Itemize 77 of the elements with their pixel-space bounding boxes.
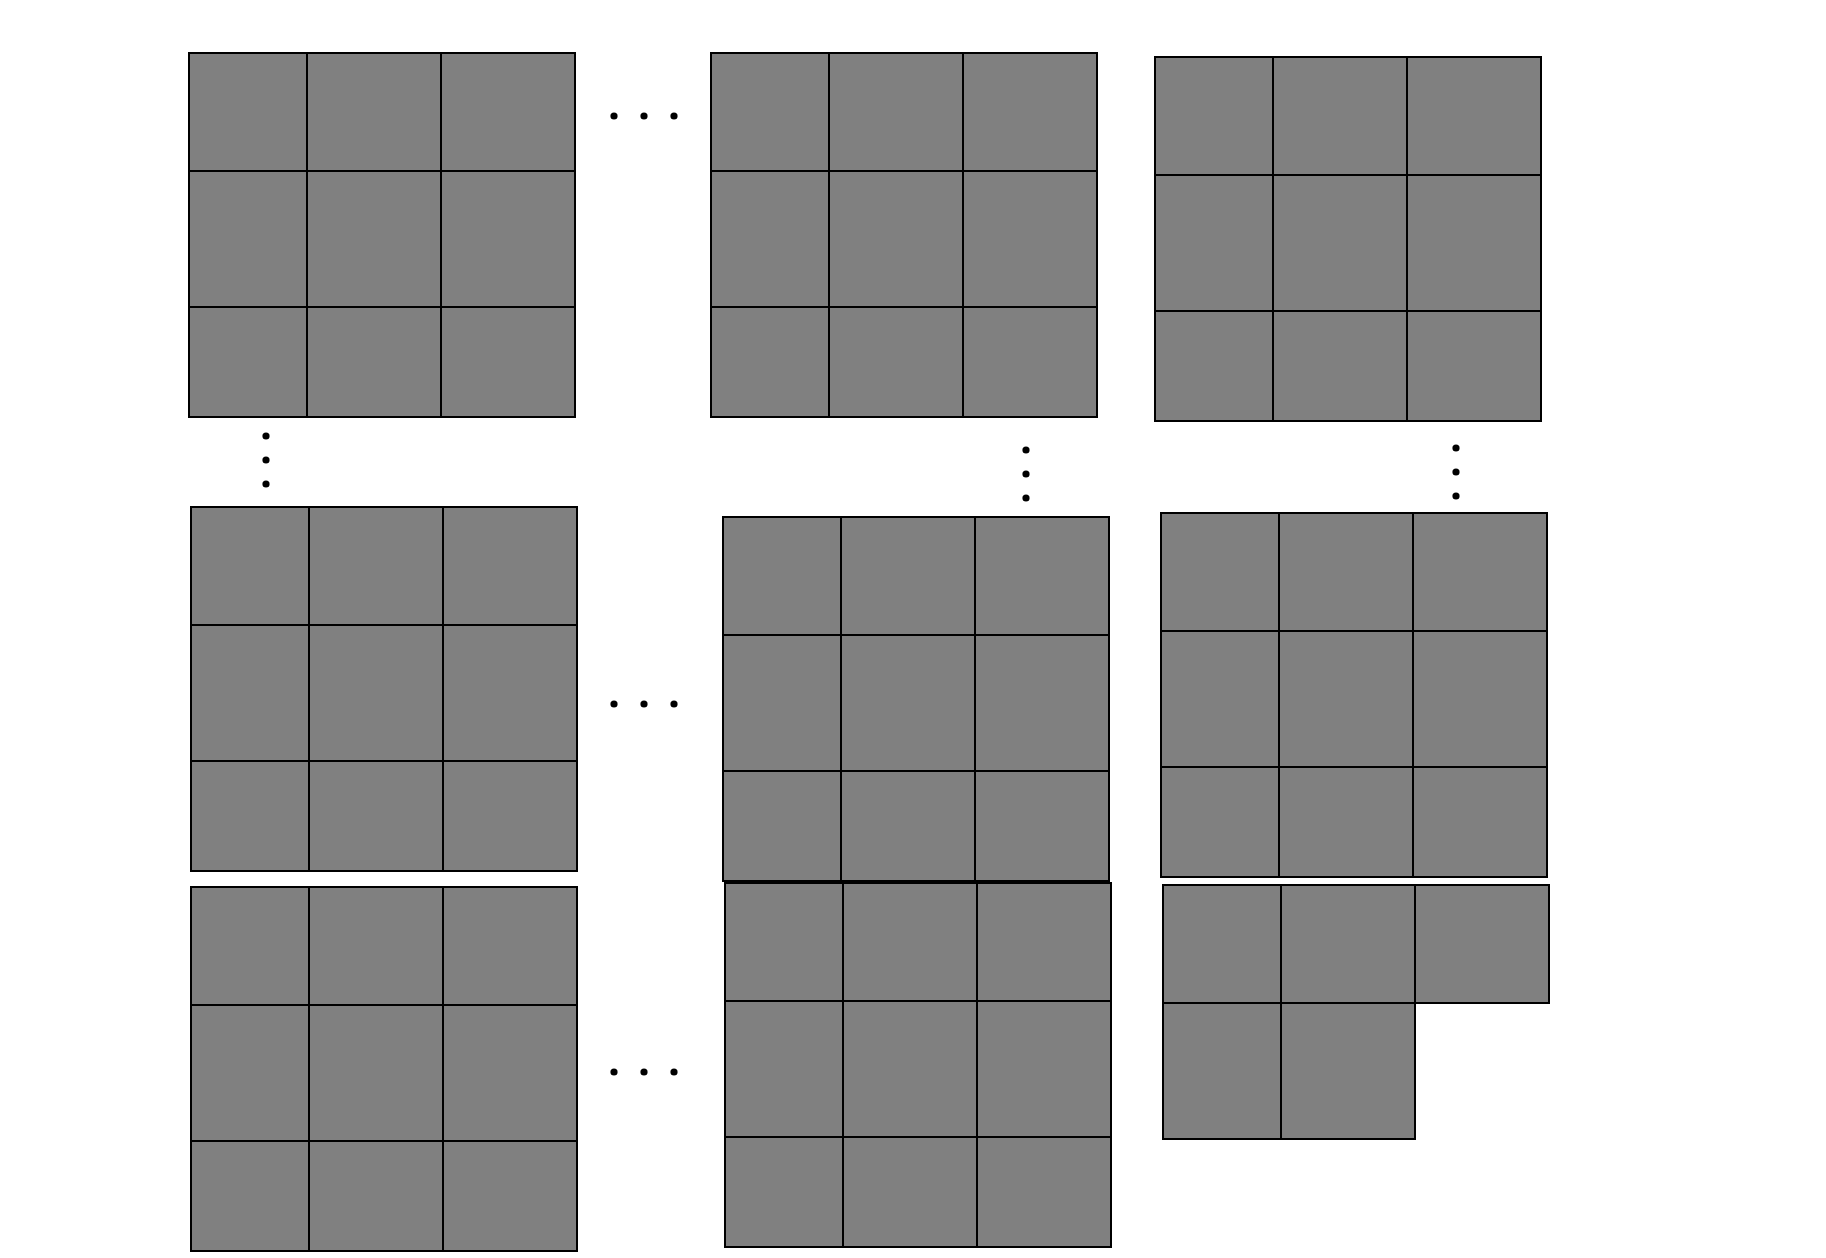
grid-tile — [962, 306, 1098, 418]
grid-tile — [976, 1000, 1112, 1138]
grid-tile — [828, 52, 964, 172]
grid-tile — [840, 770, 976, 882]
grid-tile — [724, 1136, 844, 1248]
grid-tile — [724, 882, 844, 1002]
grid-tile — [842, 1136, 978, 1248]
grid-tile — [308, 760, 444, 872]
grid-tile — [190, 760, 310, 872]
grid-tile — [308, 506, 444, 626]
grid-tile — [442, 760, 578, 872]
grid-tile — [974, 770, 1110, 882]
grid-tile — [1278, 630, 1414, 768]
grid-tile — [306, 306, 442, 418]
grid-tile — [1280, 884, 1416, 1004]
grid-tile — [1154, 310, 1274, 422]
grid-tile — [1162, 1002, 1282, 1140]
grid-tile — [306, 52, 442, 172]
grid-tile — [974, 516, 1110, 636]
grid-tile — [722, 634, 842, 772]
grid-tile — [1406, 174, 1542, 312]
grid-tile — [1272, 310, 1408, 422]
grid-tile — [1278, 766, 1414, 878]
grid-tile — [1412, 766, 1548, 878]
grid-tile — [710, 306, 830, 418]
grid-tile — [1160, 766, 1280, 878]
grid-tile — [190, 1140, 310, 1252]
grid-tile — [840, 516, 976, 636]
grid-tile — [828, 170, 964, 308]
grid-tile — [1406, 310, 1542, 422]
grid-tile — [842, 1000, 978, 1138]
grid-tile — [976, 882, 1112, 1002]
grid-tile — [442, 506, 578, 626]
grid-tile — [974, 634, 1110, 772]
grid-tile — [840, 634, 976, 772]
grid-tile — [1280, 1002, 1416, 1140]
grid-tile — [190, 506, 310, 626]
grid-tile — [440, 306, 576, 418]
grid-tile — [710, 52, 830, 172]
grid-tile — [190, 1004, 310, 1142]
grid-tile — [308, 1004, 444, 1142]
grid-tile — [842, 882, 978, 1002]
grid-tile — [962, 170, 1098, 308]
grid-tile — [828, 306, 964, 418]
grid-tile — [1154, 174, 1274, 312]
grid-tile — [1412, 512, 1548, 632]
grid-tile — [1162, 884, 1282, 1004]
grid-tile — [1272, 56, 1408, 176]
grid-tile — [442, 1140, 578, 1252]
grid-tile — [722, 770, 842, 882]
grid-tile — [962, 52, 1098, 172]
grid-tile — [308, 624, 444, 762]
grid-tile — [1160, 512, 1280, 632]
grid-tile — [442, 1004, 578, 1142]
grid-tile — [442, 886, 578, 1006]
grid-tile — [306, 170, 442, 308]
grid-tile — [976, 1136, 1112, 1248]
grid-tile — [440, 52, 576, 172]
grid-tile — [724, 1000, 844, 1138]
grid-tile — [188, 52, 308, 172]
grid-tile — [710, 170, 830, 308]
grid-tile — [1414, 884, 1550, 1004]
grid-tile — [442, 624, 578, 762]
grid-tile — [1406, 56, 1542, 176]
grid-tile — [308, 1140, 444, 1252]
grid-tile — [1154, 56, 1274, 176]
grid-tile — [722, 516, 842, 636]
grid-tile — [440, 170, 576, 308]
grid-tile — [188, 170, 308, 308]
grid-tile — [1412, 630, 1548, 768]
grid-tile — [188, 306, 308, 418]
grid-tile — [308, 886, 444, 1006]
grid-tile — [190, 624, 310, 762]
grid-tile — [190, 886, 310, 1006]
grid-tile — [1272, 174, 1408, 312]
grid-tile — [1160, 630, 1280, 768]
grid-tile — [1278, 512, 1414, 632]
